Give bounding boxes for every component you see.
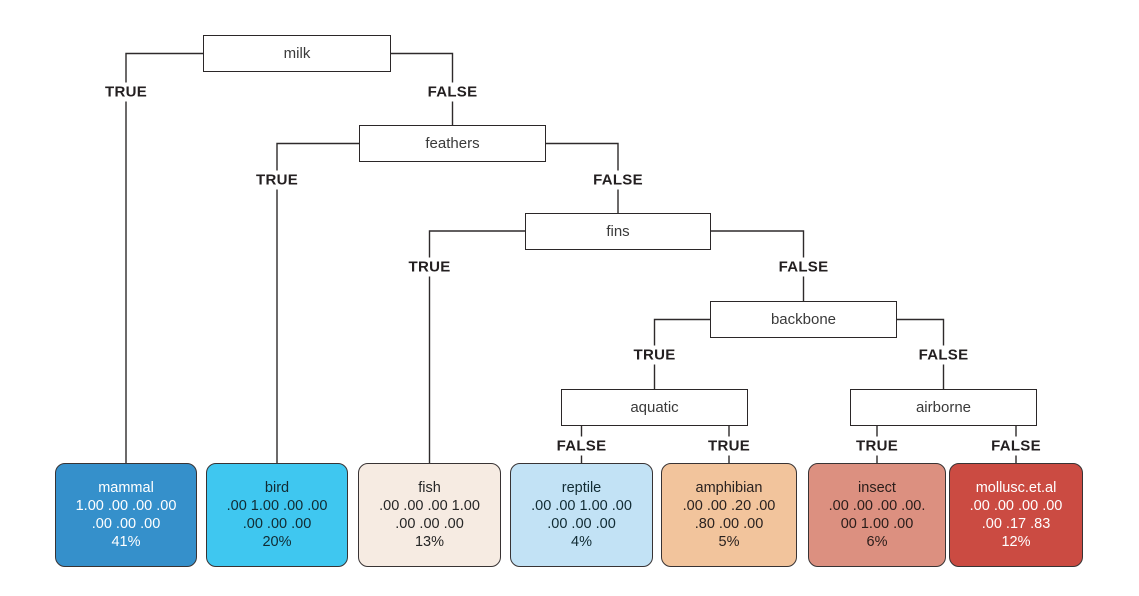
- branch-label-milk-false: FALSE: [423, 82, 482, 102]
- branch-label-fins-true: TRUE: [404, 257, 455, 277]
- leaf-prob-line-2: .80 .00 .00: [694, 516, 764, 532]
- branch-label-airborne-true: TRUE: [851, 436, 903, 456]
- leaf-prob-line-1: .00 .00 .00 1.00: [379, 498, 480, 514]
- leaf-class-name: mollusc.et.al: [975, 480, 1057, 496]
- leaf-percent: 4%: [571, 534, 592, 550]
- leaf-class-name: amphibian: [695, 480, 763, 496]
- decision-node-feathers: feathers: [359, 125, 546, 162]
- leaf-percent: 5%: [718, 534, 740, 550]
- leaf-percent: 41%: [111, 534, 141, 550]
- leaf-prob-line-2: .00 .00 .00: [395, 516, 464, 532]
- leaf-insect: insect .00 .00 .00 .00. 00 1.00 .00 6%: [808, 463, 946, 567]
- leaf-prob-line-2: .00 .17 .83: [981, 516, 1051, 532]
- node-label: airborne: [915, 399, 972, 416]
- edge-feathers-bird: [276, 142, 453, 463]
- leaf-percent: 6%: [866, 534, 888, 550]
- leaf-prob-line-1: .00 .00 .00 .00: [969, 498, 1063, 514]
- leaf-class-name: bird: [264, 480, 290, 496]
- leaf-prob-line-1: .00 1.00 .00 .00: [226, 498, 328, 514]
- leaf-prob-line-2: .00 .00 .00: [91, 516, 161, 532]
- leaf-prob-line-1: .00 .00 1.00 .00: [531, 498, 632, 514]
- leaf-prob-line-1: 1.00 .00 .00 .00: [75, 498, 177, 514]
- leaf-class-name: reptile: [561, 480, 602, 496]
- branch-label-aquatic-false: FALSE: [552, 436, 611, 456]
- decision-node-milk: milk: [203, 35, 391, 72]
- branch-label-feathers-false: FALSE: [589, 170, 647, 190]
- leaf-mammal: mammal 1.00 .00 .00 .00 .00 .00 .00 41%: [55, 463, 197, 567]
- leaf-class-name: mammal: [98, 480, 154, 496]
- decision-node-fins: fins: [525, 213, 711, 250]
- leaf-reptile: reptile .00 .00 1.00 .00 .00 .00 .00 4%: [510, 463, 653, 567]
- decision-node-aquatic: aquatic: [561, 389, 748, 426]
- branch-label-airborne-false: FALSE: [987, 436, 1045, 456]
- leaf-class-name: insect: [858, 480, 896, 496]
- leaf-prob-line-2: .00 .00 .00: [547, 516, 616, 532]
- node-label: backbone: [770, 311, 837, 328]
- leaf-percent: 12%: [1001, 534, 1031, 550]
- decision-node-airborne: airborne: [850, 389, 1037, 426]
- node-label: feathers: [425, 135, 480, 152]
- branch-label-fins-false: FALSE: [774, 257, 833, 277]
- branch-label-backbone-true: TRUE: [629, 345, 680, 365]
- leaf-percent: 20%: [262, 534, 292, 550]
- node-label: fins: [606, 223, 630, 240]
- node-label: milk: [283, 45, 311, 62]
- leaf-class-name: fish: [418, 480, 441, 496]
- leaf-prob-line-1: .00 .00 .20 .00: [682, 498, 776, 514]
- leaf-percent: 13%: [414, 534, 445, 550]
- decision-node-backbone: backbone: [710, 301, 897, 338]
- branch-label-milk-true: TRUE: [100, 82, 152, 102]
- edge-fins-fish: [428, 230, 618, 463]
- edge-milk-mammal: [125, 52, 297, 463]
- leaf-fish: fish .00 .00 .00 1.00 .00 .00 .00 13%: [358, 463, 501, 567]
- branch-label-feathers-true: TRUE: [251, 170, 303, 190]
- leaf-prob-line-2: .00 .00 .00: [242, 516, 312, 532]
- node-label: aquatic: [630, 399, 679, 416]
- branch-label-aquatic-true: TRUE: [703, 436, 755, 456]
- leaf-prob-line-1: .00 .00 .00 .00.: [828, 498, 926, 514]
- leaf-prob-line-2: 00 1.00 .00: [840, 516, 914, 532]
- branch-label-backbone-false: FALSE: [914, 345, 973, 365]
- leaf-mollusc-et-al: mollusc.et.al .00 .00 .00 .00 .00 .17 .8…: [949, 463, 1083, 567]
- leaf-amphibian: amphibian .00 .00 .20 .00 .80 .00 .00 5%: [661, 463, 797, 567]
- leaf-bird: bird .00 1.00 .00 .00 .00 .00 .00 20%: [206, 463, 348, 567]
